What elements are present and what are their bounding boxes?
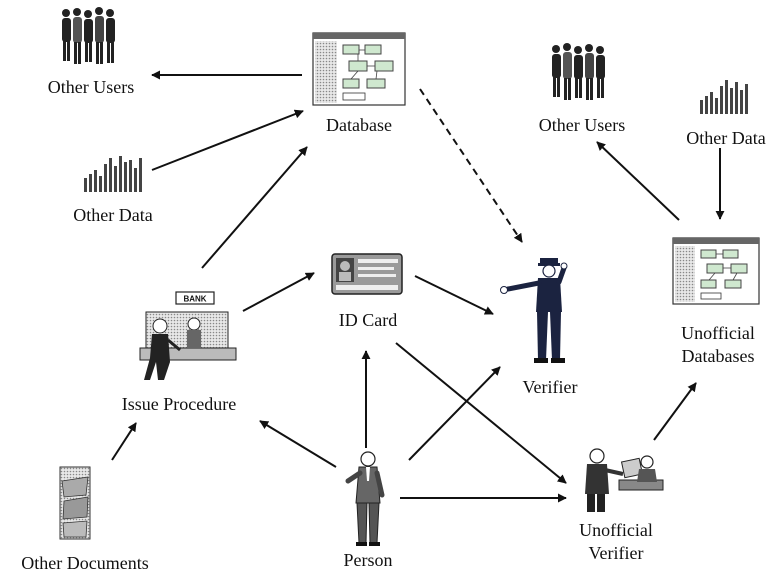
label-person: Person [343,550,393,570]
crowd-person [596,46,605,98]
crowd-icon [62,7,115,64]
crowd-person [574,46,583,98]
edge-id-card-to-verifier [414,275,494,315]
label-database: Database [326,115,392,135]
bank-counter-icon: BANK [139,291,237,380]
edge-person-to-verifier [408,366,501,461]
edge-person-to-issue-procedure [259,420,337,468]
label-unofficial-verifier-line2: Verifier [588,543,644,563]
edge-issue-procedure-to-database [201,146,308,269]
edge-other-data-to-database [151,109,304,171]
bar-chart-icon [84,156,142,192]
database-screenshot-icon [312,32,406,106]
crowd-person [95,7,104,64]
label-other-users-right: Other Users [538,115,626,135]
edge-other-documents-to-issue-procedure [111,422,137,461]
edge-id-card-to-unofficial-verifier [395,342,567,484]
office-clerks-icon [585,448,664,512]
crowd-person [552,45,561,97]
label-verifier: Verifier [522,377,578,397]
label-issue-procedure: Issue Procedure [121,394,237,414]
label-id-card: ID Card [338,310,398,330]
bank-sign-text: BANK [183,295,206,304]
bar-chart-icon [700,80,748,114]
businessman-icon [345,451,385,546]
edge-database-to-verifier-dashed [419,88,523,243]
label-other-data-right: Other Data [686,128,766,148]
label-unofficial-databases-line2: Databases [681,346,755,366]
crowd-icon [552,43,605,100]
crowd-person [106,9,115,63]
edge-unofficial-verifier-to-unofficial-databases [653,382,697,441]
crowd-person [62,9,71,61]
crowd-person [585,44,594,100]
label-unofficial-databases-line1: Unofficial [681,323,755,343]
label-other-data-left: Other Data [73,205,153,225]
police-officer-icon [500,258,568,363]
edges [111,70,725,503]
database-screenshot-icon [672,237,760,305]
label-unofficial-verifier-line1: Unofficial [579,520,653,540]
id-card-icon [331,253,403,295]
edge-unofficial-databases-to-other-users-right [596,141,680,221]
edge-issue-procedure-to-id-card [242,272,315,312]
crowd-person [563,43,572,100]
document-pile-icon [59,466,91,540]
label-other-users-left: Other Users [47,77,135,97]
label-other-documents: Other Documents [21,553,149,573]
crowd-person [73,8,82,64]
crowd-person [84,10,93,62]
